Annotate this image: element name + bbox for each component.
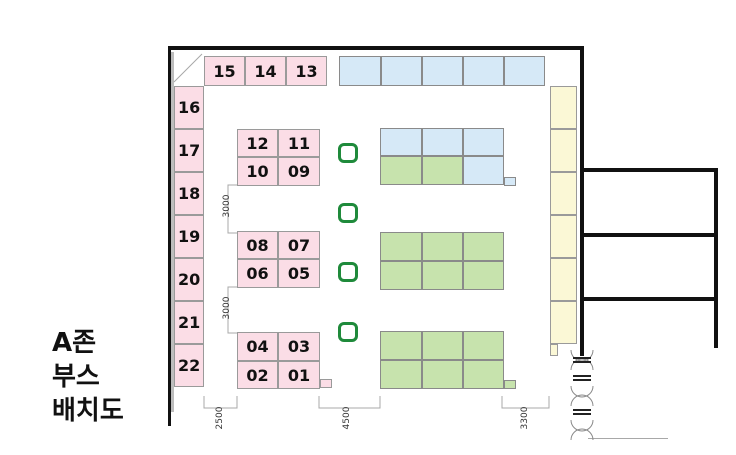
- pillar-2: [338, 203, 358, 223]
- booth-01-notch: [320, 379, 332, 388]
- booth-19[interactable]: 19: [174, 215, 204, 258]
- booth-14[interactable]: 14: [245, 56, 286, 86]
- green-booth-low-2[interactable]: [422, 331, 463, 360]
- bottom-line: [588, 438, 668, 439]
- blue-booth-top-1[interactable]: [339, 56, 381, 86]
- dim-bottom-right: 3300: [520, 406, 530, 430]
- left-inner-wall: [171, 52, 174, 412]
- dim-bracket-lower: [227, 286, 237, 334]
- booth-16[interactable]: 16: [174, 86, 204, 129]
- corridor-line-2: [580, 233, 718, 237]
- green-booth-mid-2[interactable]: [422, 232, 463, 261]
- booth-03[interactable]: 03: [278, 332, 320, 361]
- corridor-line-3: [580, 297, 718, 301]
- booth-13[interactable]: 13: [286, 56, 327, 86]
- left-wall: [168, 46, 171, 426]
- corridor-line-4: [714, 168, 718, 348]
- pillar-4: [338, 322, 358, 342]
- green-booth-mid-3[interactable]: [463, 232, 504, 261]
- green-booth-mid-6[interactable]: [463, 261, 504, 290]
- blue-booth-mid-3[interactable]: [463, 128, 504, 156]
- green-booth-mid-1[interactable]: [380, 232, 422, 261]
- blue-booth-mid-4[interactable]: [463, 156, 504, 185]
- right-wall: [580, 46, 584, 356]
- green-booth-upper-2[interactable]: [422, 156, 463, 185]
- green-booth-low-6[interactable]: [463, 360, 504, 389]
- dim-bracket-bottom-mid: [318, 396, 381, 409]
- top-wall: [168, 46, 584, 50]
- booth-22[interactable]: 22: [174, 344, 204, 387]
- green-booth-mid-5[interactable]: [422, 261, 463, 290]
- blue-booth-top-5[interactable]: [504, 56, 545, 86]
- blue-booth-mid-1[interactable]: [380, 128, 422, 156]
- green-booth-low-3[interactable]: [463, 331, 504, 360]
- booth-04[interactable]: 04: [237, 332, 278, 361]
- corridor-line-1: [580, 168, 718, 172]
- green-booth-low-5[interactable]: [422, 360, 463, 389]
- dim-bracket-bottom-right: [501, 396, 550, 409]
- booth-15[interactable]: 15: [204, 56, 245, 86]
- booth-05[interactable]: 05: [278, 259, 320, 288]
- yellow-booth-3[interactable]: [550, 172, 577, 215]
- dim-bottom-mid: 4500: [342, 406, 352, 430]
- green-booth-low-4[interactable]: [380, 360, 422, 389]
- blue-booth-top-3[interactable]: [422, 56, 463, 86]
- booth-12[interactable]: 12: [237, 129, 278, 157]
- booth-08[interactable]: 08: [237, 231, 278, 259]
- booth-06[interactable]: 06: [237, 259, 278, 288]
- booth-01[interactable]: 01: [278, 361, 320, 389]
- corner-lines: [173, 53, 203, 83]
- title-line-3: 배치도: [52, 396, 124, 426]
- yellow-booth-5[interactable]: [550, 258, 577, 301]
- blue-booth-top-4[interactable]: [463, 56, 504, 86]
- dim-left-lower: 3000: [222, 296, 232, 320]
- dim-bottom-left: 2500: [215, 406, 225, 430]
- yellow-booth-1[interactable]: [550, 86, 577, 129]
- booth-20[interactable]: 20: [174, 258, 204, 301]
- yellow-booth-2[interactable]: [550, 129, 577, 172]
- booth-21[interactable]: 21: [174, 301, 204, 344]
- booth-02[interactable]: 02: [237, 361, 278, 389]
- dim-left-upper: 3000: [222, 194, 232, 218]
- green-booth-upper-1[interactable]: [380, 156, 422, 185]
- title-line-1: A존: [52, 328, 97, 358]
- green-booth-notch: [504, 380, 516, 389]
- booth-09[interactable]: 09: [278, 157, 320, 186]
- booth-11[interactable]: 11: [278, 129, 320, 157]
- dim-bracket-upper: [227, 184, 237, 234]
- yellow-booth-notch: [550, 344, 558, 356]
- pillar-1: [338, 143, 358, 163]
- booth-17[interactable]: 17: [174, 129, 204, 172]
- booth-18[interactable]: 18: [174, 172, 204, 215]
- dim-bracket-bottom-left: [203, 396, 238, 409]
- blue-booth-top-2[interactable]: [381, 56, 422, 86]
- pillar-3: [338, 262, 358, 282]
- booth-07[interactable]: 07: [278, 231, 320, 259]
- green-booth-low-1[interactable]: [380, 331, 422, 360]
- blue-booth-mid-2[interactable]: [422, 128, 463, 156]
- yellow-booth-4[interactable]: [550, 215, 577, 258]
- booth-10[interactable]: 10: [237, 157, 278, 186]
- map-title: A존 부스 배치도: [52, 326, 124, 428]
- blue-booth-notch: [504, 177, 516, 186]
- title-line-2: 부스: [52, 362, 100, 392]
- entrance-doors: [570, 349, 594, 441]
- green-booth-mid-4[interactable]: [380, 261, 422, 290]
- yellow-booth-6[interactable]: [550, 301, 577, 344]
